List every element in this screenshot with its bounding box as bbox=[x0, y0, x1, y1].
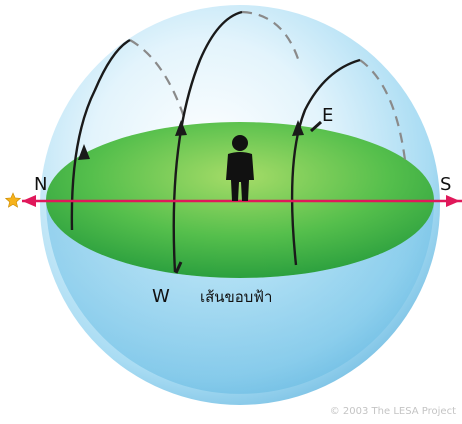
label-horizon: เส้นขอบฟ้า bbox=[200, 288, 272, 306]
meridian-arrow-left bbox=[22, 195, 36, 207]
meridian-arrow-right bbox=[446, 195, 460, 207]
label-south: S bbox=[440, 174, 451, 195]
star-icon bbox=[6, 193, 21, 207]
label-west: W bbox=[152, 286, 170, 307]
label-north: N bbox=[34, 174, 47, 195]
label-east: E bbox=[322, 105, 333, 126]
copyright-notice: © 2003 The LESA Project bbox=[330, 406, 456, 417]
